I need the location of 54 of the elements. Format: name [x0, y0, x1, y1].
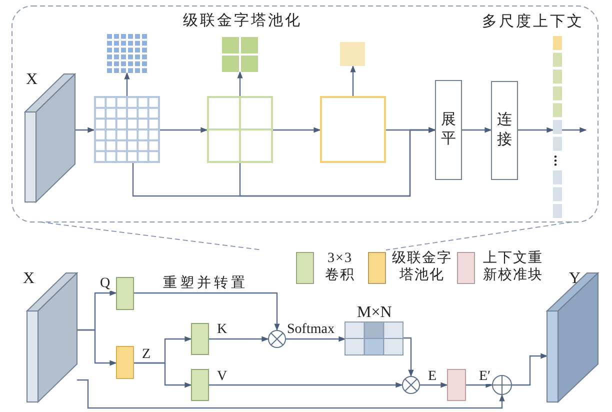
add-symbol: [492, 375, 512, 395]
arrow: [124, 72, 130, 96]
edge-label: E′: [478, 369, 492, 384]
node-caption: X: [26, 71, 38, 90]
arrow: [562, 127, 587, 133]
node-label: 展平: [441, 110, 456, 149]
edge-label: Q: [99, 276, 112, 292]
node-caption: 多尺度上下文: [482, 14, 584, 32]
pooling-grid: [94, 96, 160, 163]
pooled-feature-tiles: [340, 42, 365, 66]
arrow: [286, 336, 346, 342]
arrow: [420, 382, 448, 388]
pooling-grid: [320, 96, 386, 163]
arrow: [403, 337, 414, 377]
section-heading: 级联金字塔池化: [183, 13, 302, 30]
multiply-symbol: [268, 330, 286, 348]
node-caption: M×N: [357, 304, 392, 322]
legend-label: 3×3 卷积: [324, 251, 356, 285]
conv-block: [191, 323, 209, 355]
arrow: [209, 336, 269, 342]
legend-label: 上下文重新校准块: [482, 251, 544, 285]
arrow: [273, 127, 321, 133]
arrow: [75, 127, 95, 133]
arrow: [209, 382, 403, 388]
node-label: 连接: [497, 111, 512, 150]
concat-box: [491, 81, 518, 180]
recalibration-block: [447, 369, 466, 401]
arrow: [512, 353, 548, 386]
pooled-feature-tiles: [222, 37, 258, 72]
arrow: [77, 379, 505, 409]
arrow: [239, 127, 436, 197]
arrow: [237, 71, 243, 96]
arrow: [77, 329, 117, 366]
pooling-grid: [207, 96, 273, 163]
attention-matrix: [345, 322, 403, 355]
legend-label: 级联金字塔池化: [391, 251, 453, 285]
arrow: [466, 382, 493, 388]
multiply-symbol: [402, 376, 420, 394]
conv-block: [116, 277, 134, 310]
arrow: [350, 65, 356, 96]
pooled-feature-tiles: [107, 34, 147, 73]
pyramid-pooling-block: [116, 346, 134, 379]
node-caption: Y: [569, 270, 581, 288]
context-vector-bar: [553, 36, 562, 219]
node-caption: X: [23, 270, 35, 288]
feature-map-slab: [25, 74, 75, 202]
feature-map-slab: [547, 273, 598, 402]
arrow: [134, 362, 192, 388]
flatten-box: [435, 80, 462, 180]
conv-block: [191, 369, 209, 401]
arrow: [462, 127, 492, 133]
arrow: [134, 292, 280, 331]
arrow: [518, 127, 554, 133]
arrow: [160, 127, 208, 133]
